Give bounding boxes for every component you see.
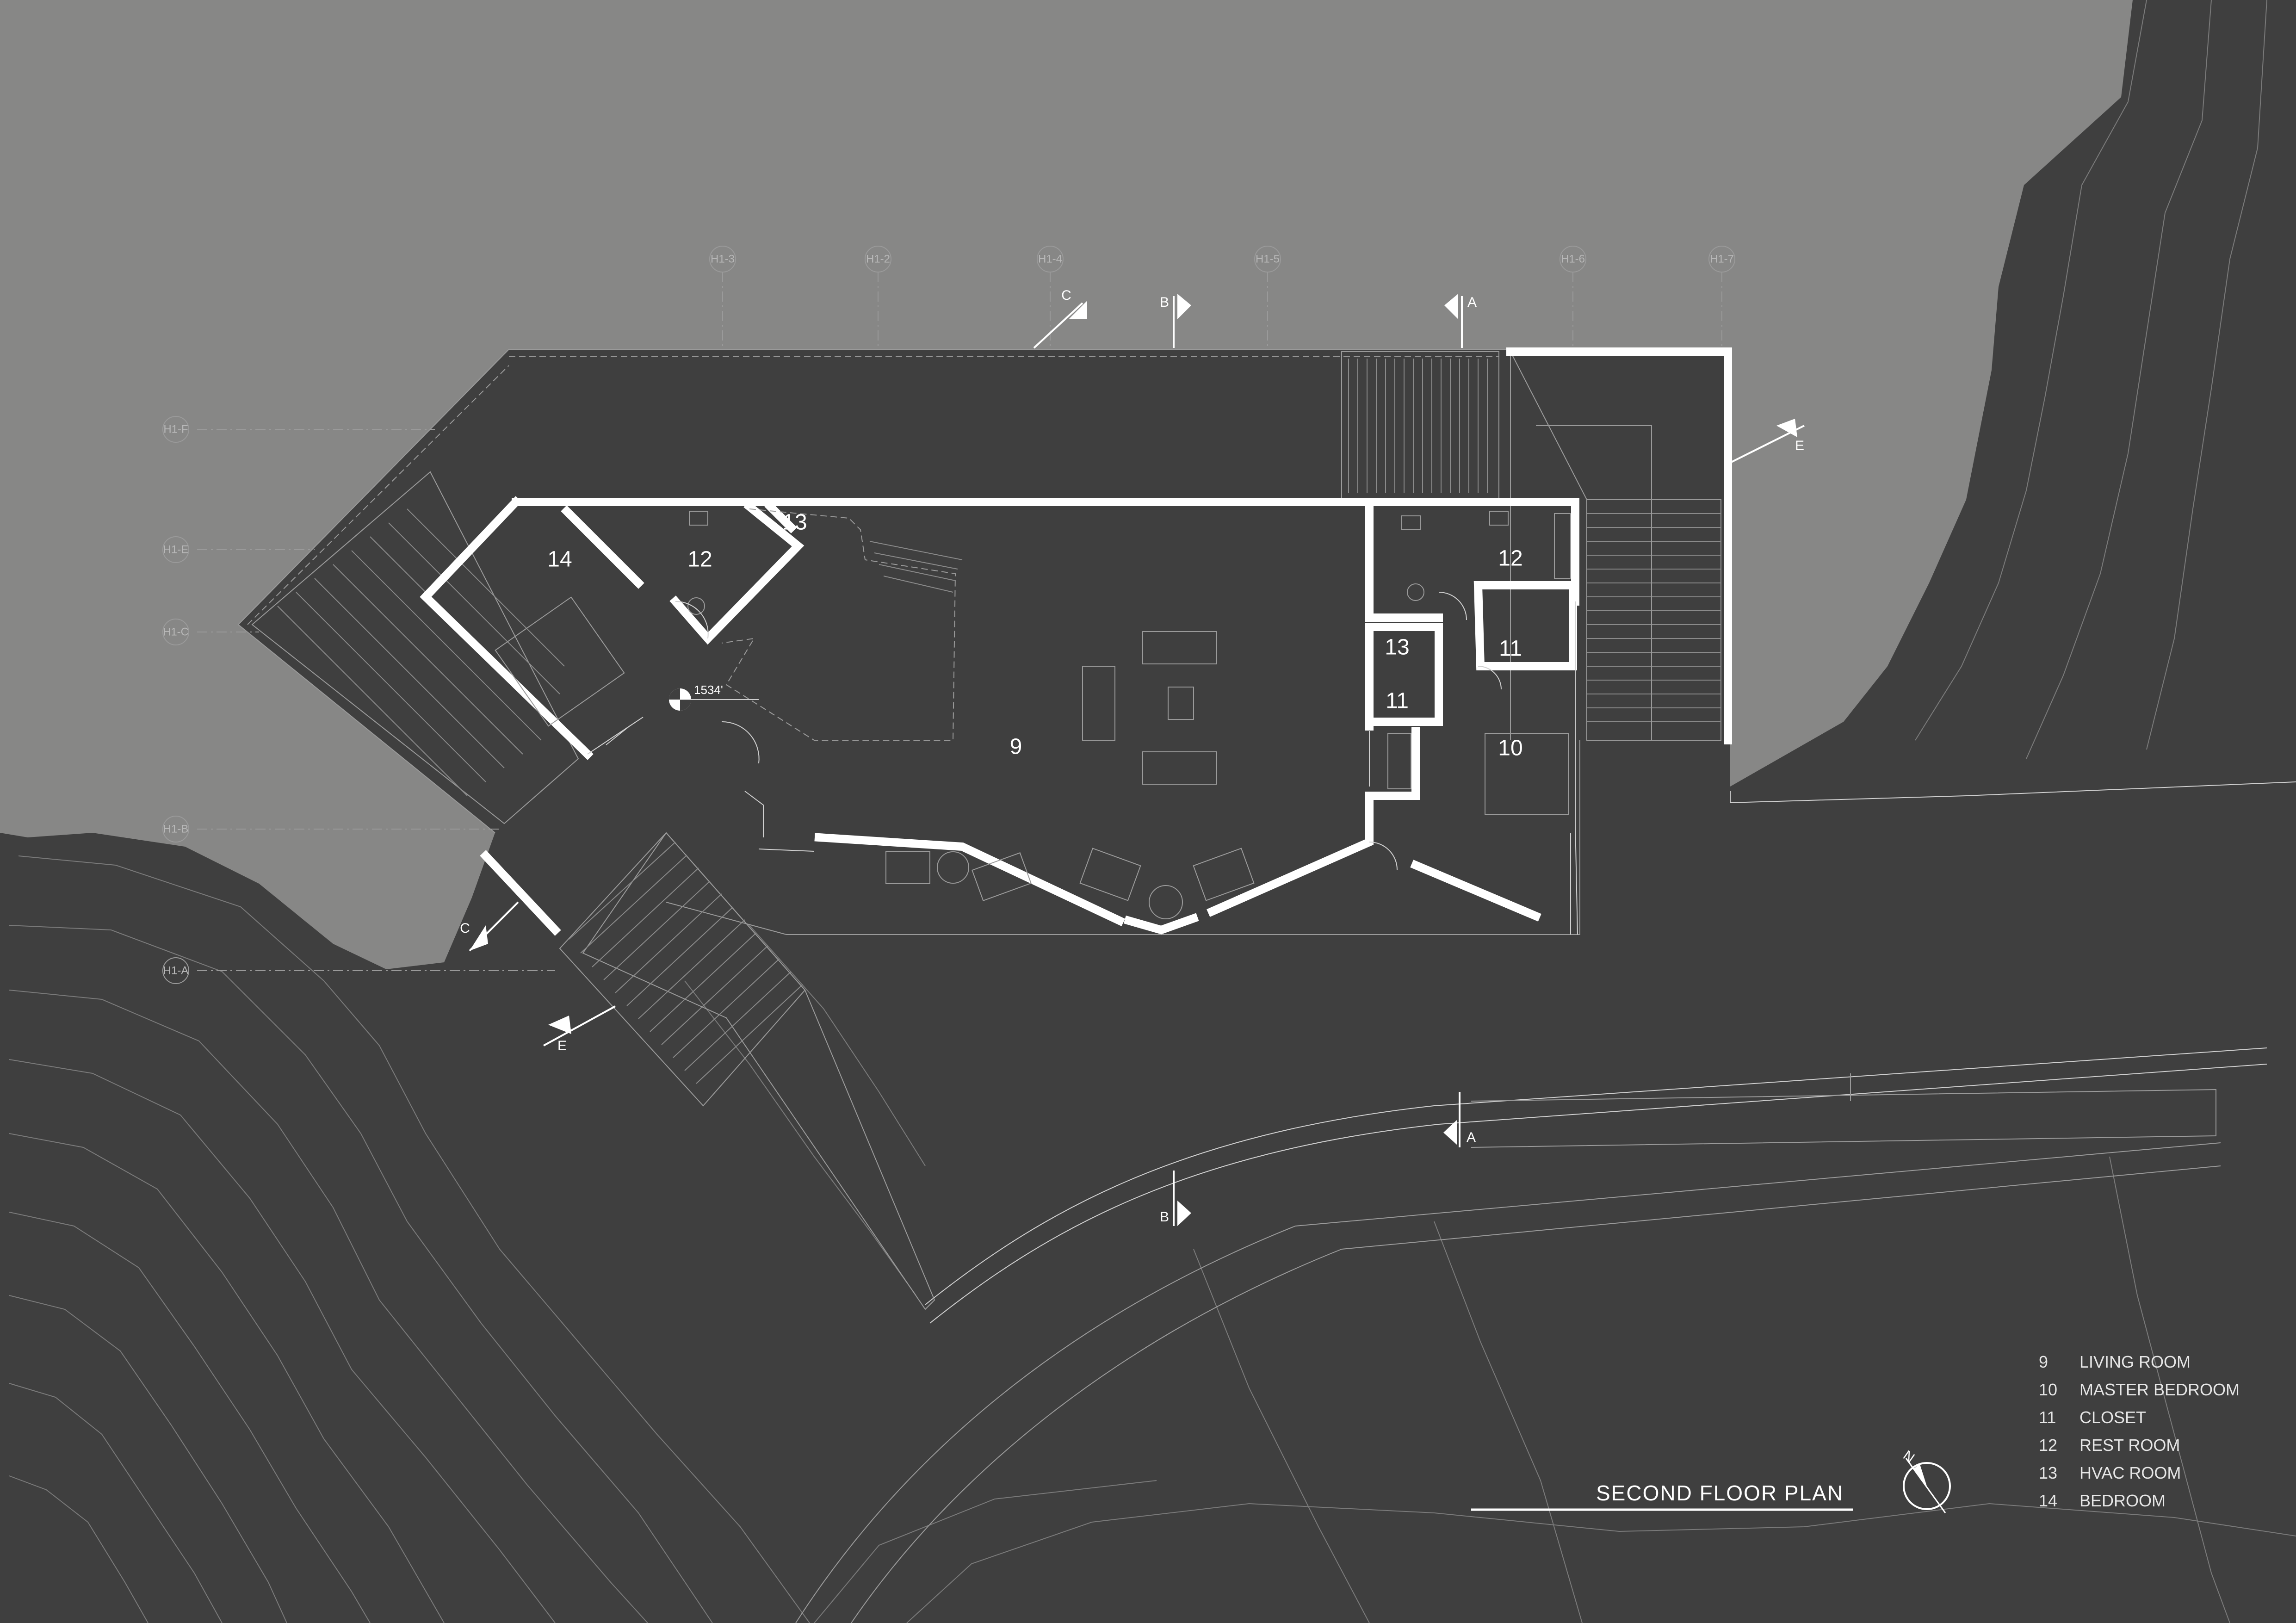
- legend-number: 9: [2039, 1352, 2048, 1371]
- grid-marker-h1-2: H1-2: [866, 253, 890, 265]
- cliff-edge-line: [1730, 781, 2296, 804]
- interior-details: [495, 508, 1578, 935]
- room-label-12-west: 12: [687, 547, 712, 572]
- legend-name: MASTER BEDROOM: [2079, 1380, 2240, 1399]
- room-label-9: 9: [1010, 735, 1022, 759]
- grid-marker-h1-7: H1-7: [1710, 253, 1734, 265]
- light-site-area: [0, 0, 2133, 969]
- room-label-13-east: 13: [1385, 635, 1409, 660]
- room-label-14: 14: [547, 547, 572, 572]
- room-label-13-west: 13: [782, 510, 807, 535]
- grid-marker-h1-3: H1-3: [711, 253, 735, 265]
- plan-title: SECOND FLOOR PLAN: [1596, 1481, 1844, 1505]
- road: [795, 1047, 2267, 1623]
- elevation-marker: 1534': [669, 683, 759, 711]
- grid-marker-h1-a: H1-A: [163, 964, 189, 977]
- section-mark-e-bottom: E: [557, 1038, 567, 1053]
- legend-name: BEDROOM: [2079, 1491, 2166, 1510]
- section-mark-b-top: B: [1160, 295, 1169, 310]
- grid-marker-h1-c: H1-C: [163, 626, 189, 638]
- grid-marker-h1-4: H1-4: [1038, 253, 1062, 265]
- grid-markers-top: H1-3 H1-2 H1-4 H1-5 H1-6 H1-7: [709, 246, 1735, 273]
- section-mark-b-road: B: [1160, 1209, 1169, 1225]
- room-label-12-east: 12: [1498, 546, 1522, 571]
- east-terrace-wall: [1506, 347, 1732, 744]
- section-mark-e-right: E: [1795, 438, 1804, 453]
- section-marks: C B A E C E A B: [460, 288, 1805, 1226]
- grid-marker-h1-5: H1-5: [1256, 253, 1280, 265]
- east-stair: [1510, 351, 1721, 741]
- legend-number: 12: [2039, 1436, 2057, 1455]
- grid-marker-h1-6: H1-6: [1561, 253, 1585, 265]
- entry-stair: [559, 832, 806, 1107]
- legend-number: 11: [2039, 1408, 2056, 1427]
- hillside-right: [1915, 0, 2267, 759]
- grid-marker-h1-f: H1-F: [163, 423, 188, 435]
- legend-name: LIVING ROOM: [2079, 1352, 2191, 1371]
- legend-name: CLOSET: [2079, 1408, 2146, 1427]
- grid-marker-h1-e: H1-E: [163, 543, 189, 556]
- grid-lines: [197, 272, 1722, 971]
- room-label-10: 10: [1498, 736, 1522, 761]
- room-label-11-center: 11: [1386, 689, 1409, 713]
- main-walls: [420, 496, 1579, 936]
- room-legend: 9 LIVING ROOM 10 MASTER BEDROOM 11 CLOSE…: [2039, 1352, 2240, 1510]
- room-labels: 14 12 13 9 12 13 11 11 10: [547, 510, 1522, 761]
- grid-marker-h1-b: H1-B: [163, 823, 189, 835]
- upper-roof-dashed: [247, 356, 1499, 625]
- legend-number: 14: [2039, 1491, 2057, 1510]
- section-mark-c-top: C: [1061, 288, 1071, 303]
- section-mark-a-road: A: [1467, 1130, 1476, 1145]
- room-label-11-east: 11: [1499, 637, 1522, 661]
- elevation-label: 1534': [694, 683, 723, 697]
- legend-number: 13: [2039, 1463, 2057, 1482]
- section-mark-a-top: A: [1467, 295, 1477, 310]
- legend-name: HVAC ROOM: [2079, 1463, 2181, 1482]
- grid-markers-left: H1-F H1-E H1-C H1-B H1-A: [162, 416, 189, 984]
- legend-name: REST ROOM: [2079, 1436, 2180, 1455]
- terrain-contours: [9, 855, 2296, 1623]
- plan-title-block: SECOND FLOOR PLAN: [1471, 1481, 1853, 1511]
- section-mark-c-bottom: C: [460, 921, 470, 936]
- legend-number: 10: [2039, 1380, 2057, 1399]
